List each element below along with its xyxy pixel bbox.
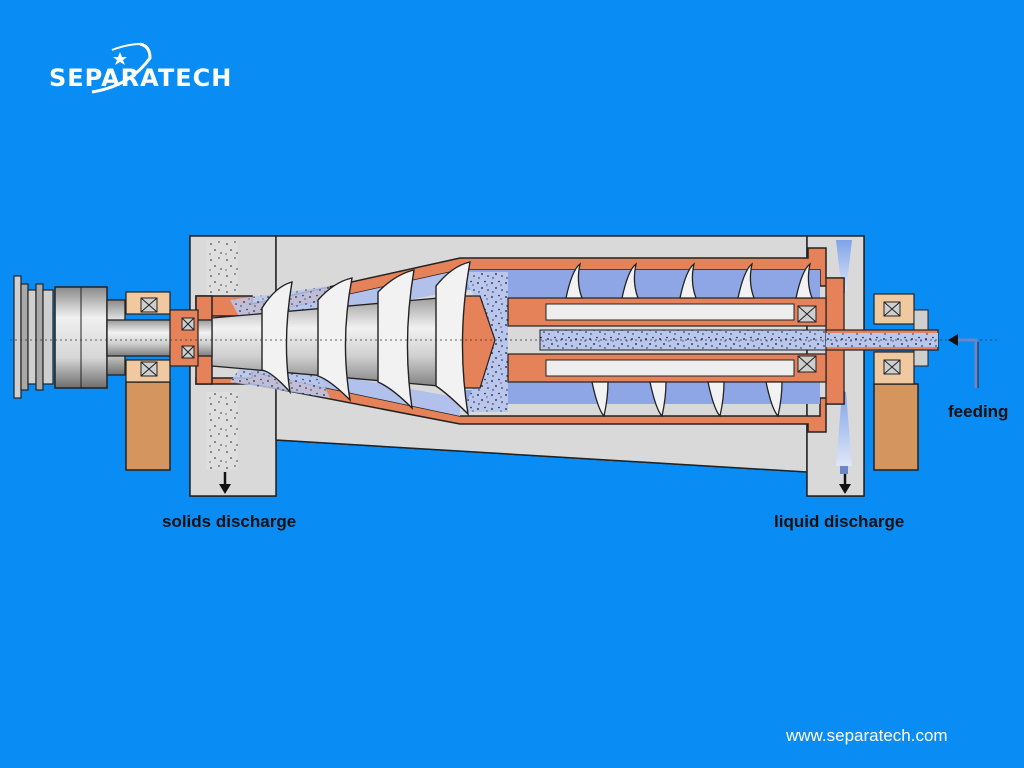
- scroll-flights-conical: [261, 261, 471, 417]
- liquid-discharge-label: liquid discharge: [774, 512, 905, 531]
- scroll-flights-cylindrical: [565, 262, 813, 418]
- bearing-pedestal-left: [125, 291, 171, 471]
- main-shaft-left: [106, 309, 213, 367]
- orbit-swoosh-star-icon: [91, 42, 152, 94]
- feed-inlet-arrow: [948, 334, 979, 388]
- feeding-label: feeding: [948, 402, 1009, 421]
- rotating-bowl: [195, 247, 845, 433]
- website-link[interactable]: www.separatech.com: [786, 726, 948, 745]
- solids-discharge-arrow: [219, 472, 231, 494]
- bearing-pedestal-right: [873, 293, 929, 471]
- solids-discharge-stream: [206, 240, 238, 470]
- liquid-discharge-spray: [836, 240, 852, 474]
- solids-discharge-label: solids discharge: [162, 512, 297, 531]
- drive-pulley: [13, 275, 54, 399]
- brand-logo-text: SEPARATECH: [49, 64, 233, 92]
- liquid-discharge-arrow: [839, 474, 851, 494]
